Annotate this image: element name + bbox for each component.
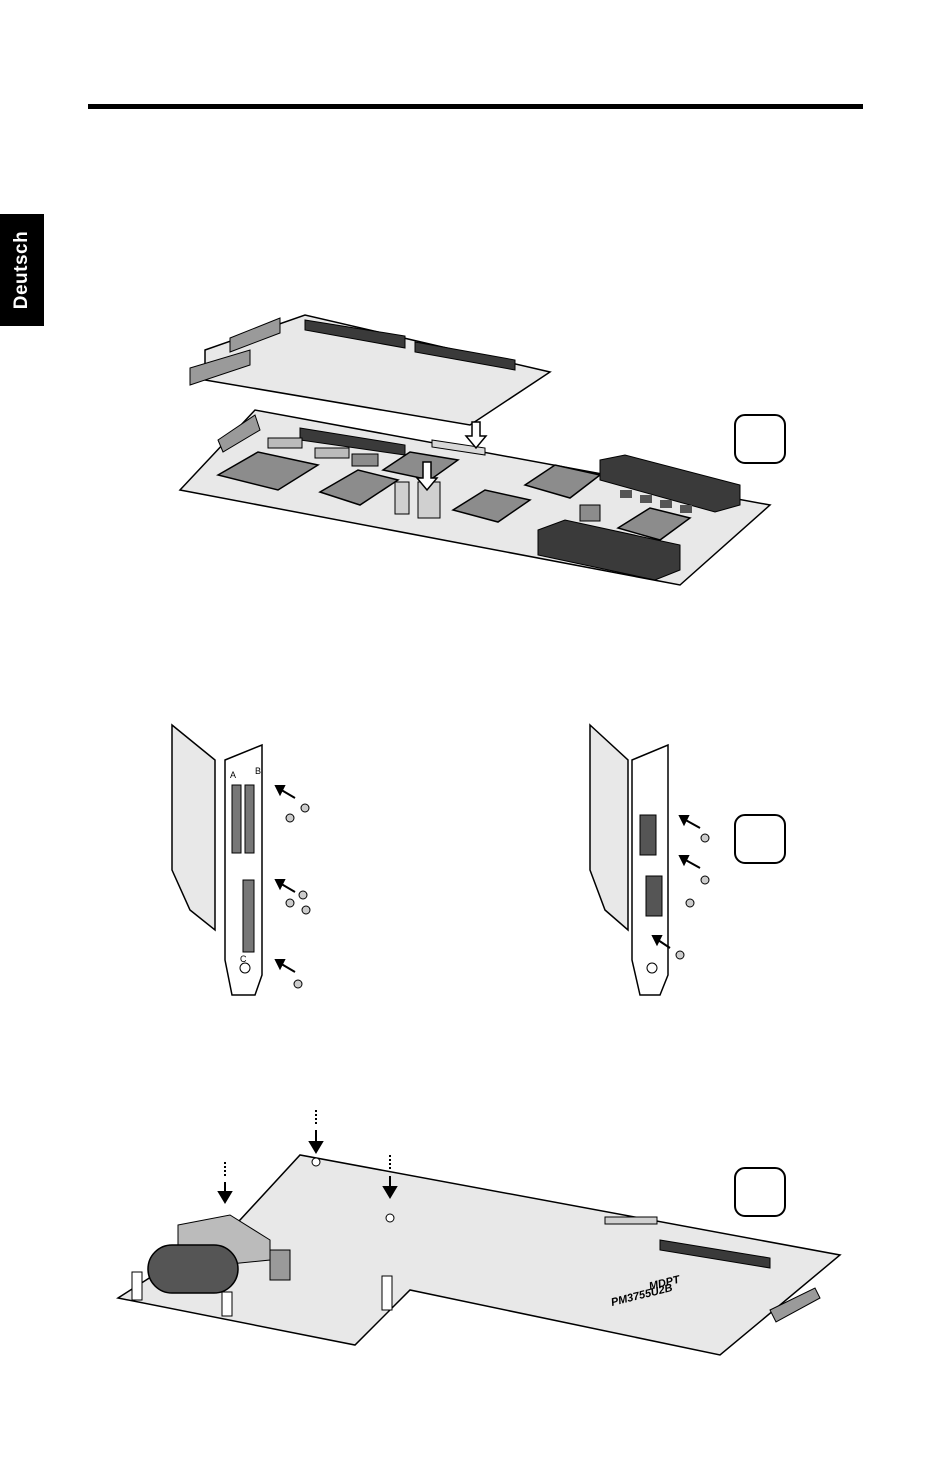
screw-icon [286,804,310,988]
daughter-card [190,315,550,425]
header-rule [88,104,863,109]
screw-arrow-icon [276,786,295,972]
bracket-right [590,725,668,995]
step-callout-3 [735,1168,785,1216]
bracket-left: A B C [172,725,262,995]
controller-board-with-battery: MDPT PM3755U2B [118,1155,840,1355]
connector-label-b: B [255,766,261,776]
step-callout-2 [735,815,785,863]
connector-label-a: A [230,770,236,780]
connector-label-c: C [240,954,247,964]
figure-battery-board: MDPT PM3755U2B [0,1100,950,1370]
figure-bracket-screws: A B C [0,710,950,1010]
language-tab-label: Deutsch [11,231,33,309]
step-callout-1 [735,415,785,463]
figure-daughterboard-install [0,300,950,600]
screw-icon [676,834,709,959]
